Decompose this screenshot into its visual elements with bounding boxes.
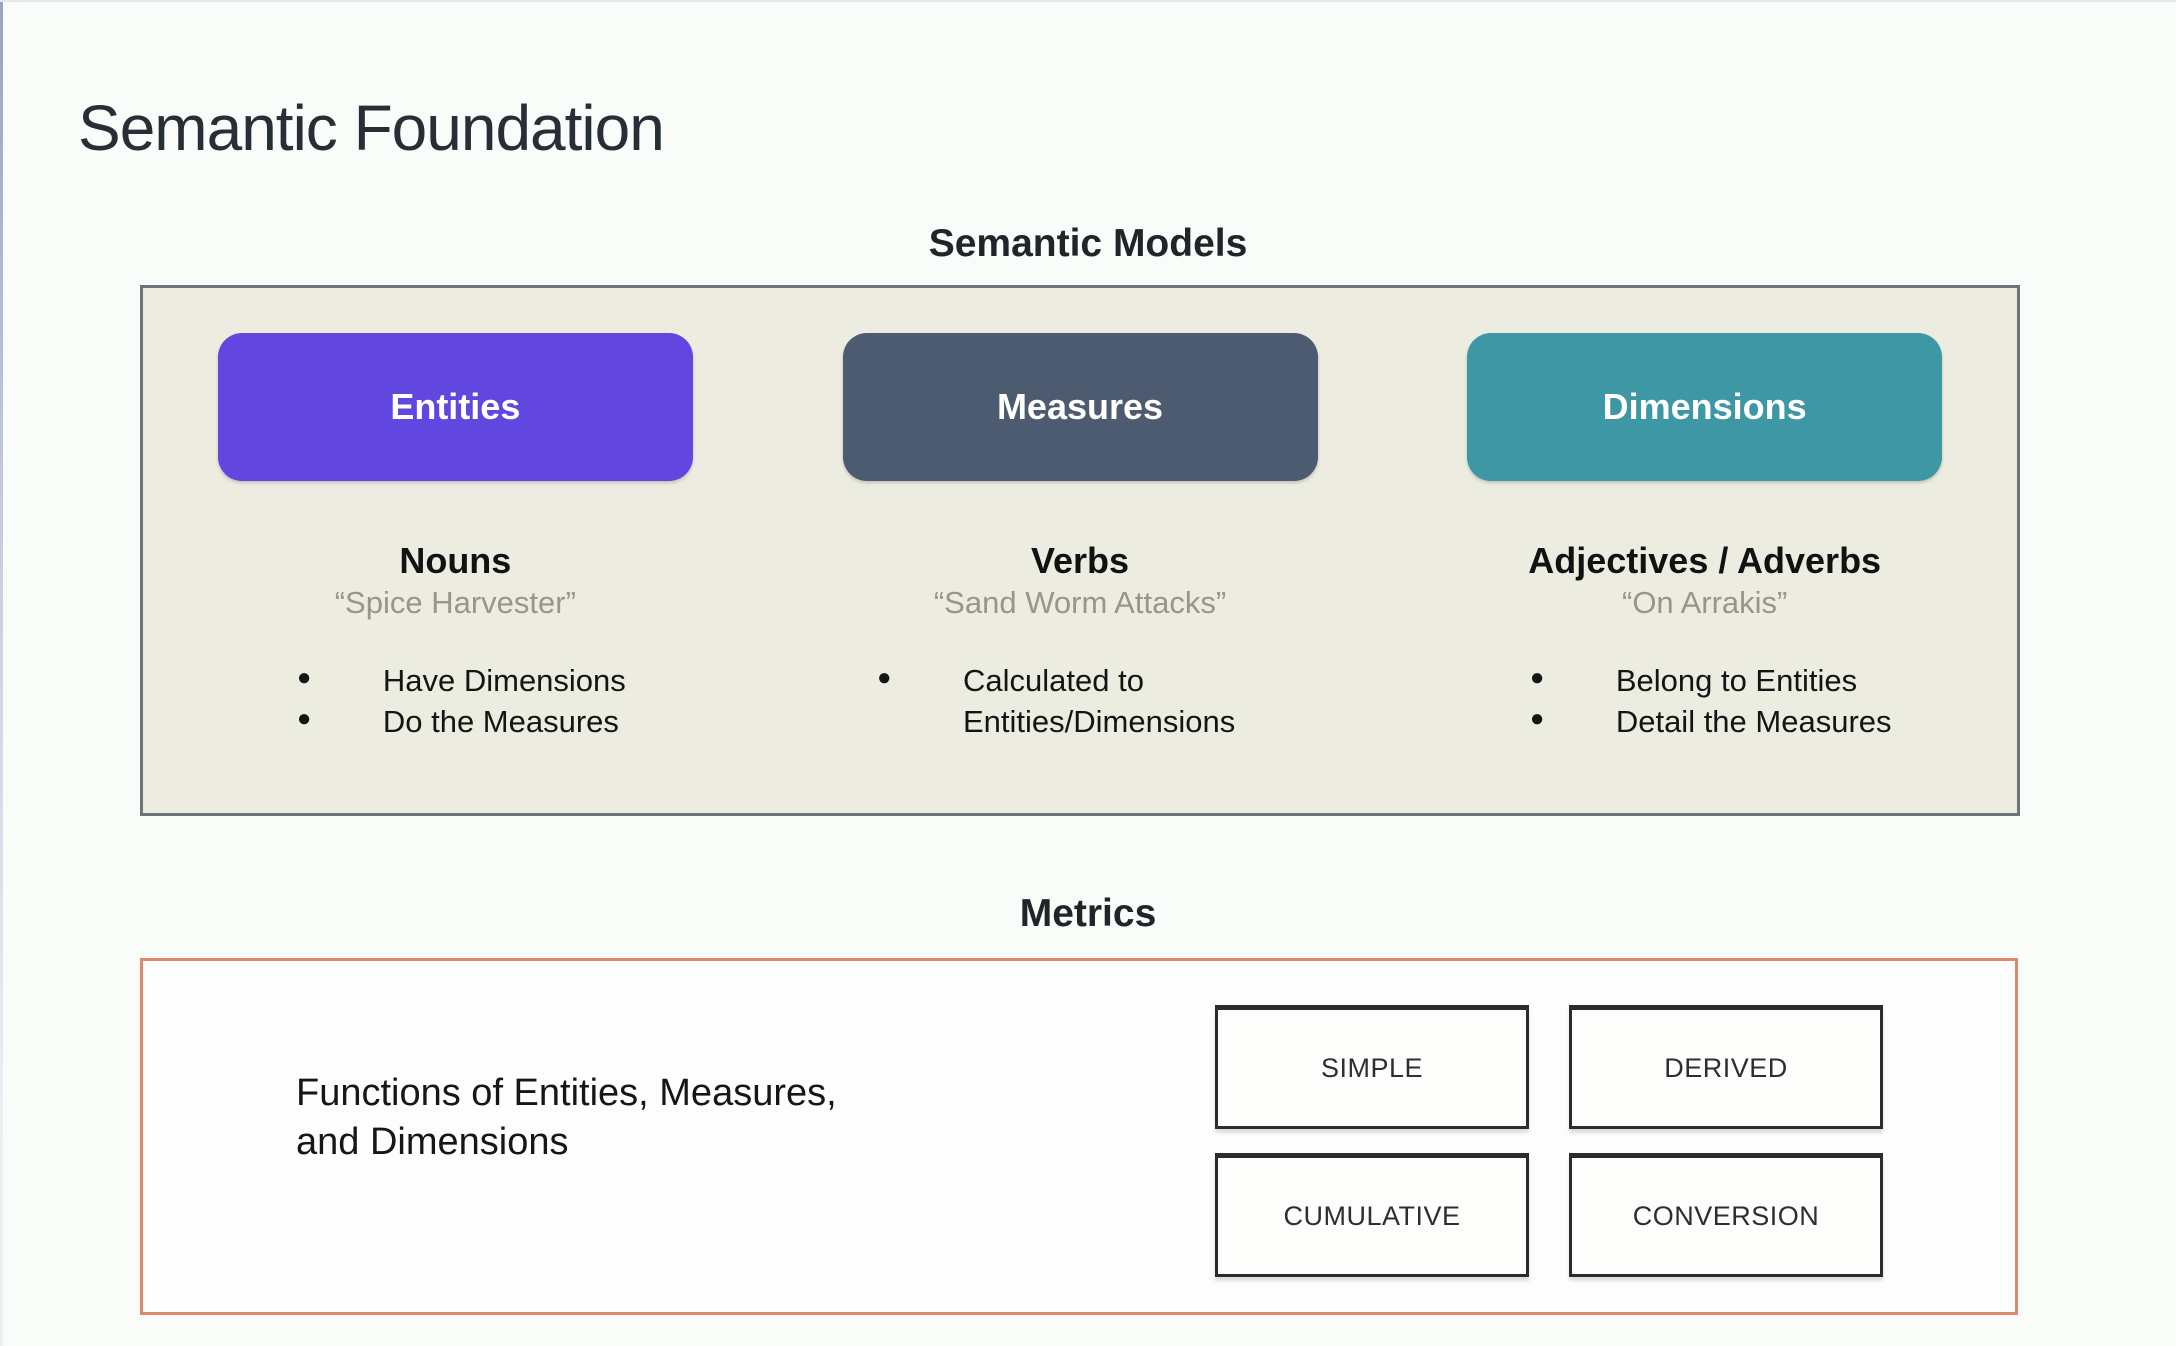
metrics-description-line: Functions of Entities, Measures, (296, 1072, 837, 1114)
semantic-models-heading: Semantic Models (928, 222, 1248, 265)
dimensions-bullet-list: Belong to Entities Detail the Measures (1518, 661, 1892, 743)
measures-pill: Measures (842, 333, 1318, 481)
entities-bullet: Have Dimensions (285, 661, 626, 702)
slide-title: Semantic Foundation (78, 91, 665, 164)
entities-pill: Entities (217, 333, 693, 481)
metrics-description-line: and Dimensions (296, 1120, 569, 1163)
metric-type-box-simple: SIMPLE (1215, 1005, 1529, 1129)
dimensions-role-heading: Adjectives / Adverbs (1528, 540, 1882, 581)
metric-type-box-conversion: CONVERSION (1569, 1153, 1883, 1277)
entities-bullet-list: Have Dimensions Do the Measures (285, 661, 626, 743)
dimensions-pill: Dimensions (1467, 333, 1943, 481)
entities-role-heading: Nouns (399, 540, 512, 581)
model-column-entities: Entities Nouns “Spice Harvester” Have Di… (143, 288, 768, 813)
measures-bullet: Calculated to Entities/Dimensions (865, 661, 1295, 743)
measures-bullet-list: Calculated to Entities/Dimensions (865, 661, 1295, 743)
measures-role-heading: Verbs (1030, 540, 1130, 581)
model-column-measures: Measures Verbs “Sand Worm Attacks” Calcu… (768, 288, 1393, 813)
entities-example-quote: “Spice Harvester” (334, 584, 576, 620)
metric-type-box-cumulative: CUMULATIVE (1215, 1153, 1529, 1277)
window-edge-top (0, 0, 2176, 2)
dimensions-bullet: Belong to Entities (1518, 661, 1892, 702)
metrics-description: Functions of Entities, Measures, and Dim… (296, 1069, 837, 1166)
metrics-heading: Metrics (1019, 892, 1157, 935)
entities-bullet: Do the Measures (285, 702, 626, 743)
metrics-type-grid: SIMPLE DERIVED CUMULATIVE CONVERSION (1215, 1005, 1883, 1277)
metrics-panel: Functions of Entities, Measures, and Dim… (140, 958, 2018, 1315)
dimensions-bullet: Detail the Measures (1518, 702, 1892, 743)
model-column-dimensions: Dimensions Adjectives / Adverbs “On Arra… (1392, 288, 2017, 813)
semantic-models-panel: Entities Nouns “Spice Harvester” Have Di… (140, 285, 2020, 816)
window-edge-left (0, 0, 3, 1346)
measures-example-quote: “Sand Worm Attacks” (933, 584, 1227, 620)
metric-type-box-derived: DERIVED (1569, 1005, 1883, 1129)
dimensions-example-quote: “On Arrakis” (1622, 584, 1788, 620)
